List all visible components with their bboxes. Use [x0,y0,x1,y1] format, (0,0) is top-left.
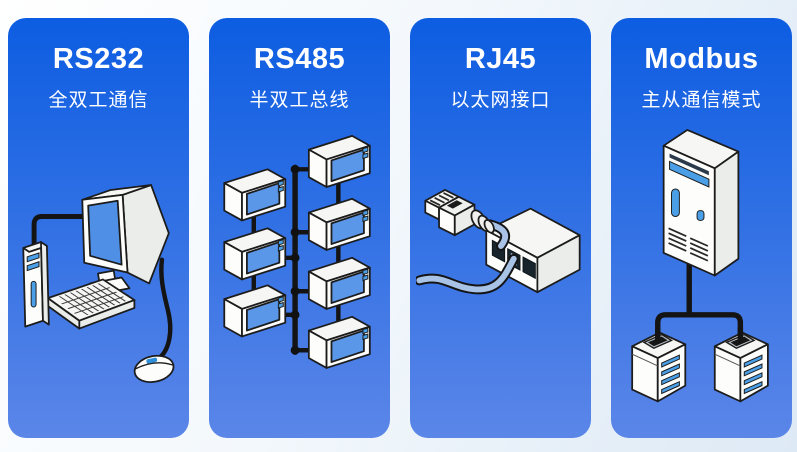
master-slave-cable [654,258,743,341]
monitor-screen [86,199,123,266]
crt-monitor-icon [80,183,170,295]
cable-plug-tips [654,325,743,344]
rj45-illustration [410,112,591,438]
plug-clip [446,199,463,209]
panel-subtitle: 主从通信模式 [641,90,762,111]
ethernet-cable [415,253,519,294]
ethernet-cable-switch-icon [415,188,581,294]
rs232-illustration [8,112,189,438]
mouse-wheel [145,357,157,364]
master-slave-icon [630,128,769,402]
panel-title: RS232 [52,43,145,75]
cable-boot [470,208,495,234]
device-node-icon [222,226,286,280]
panel-subtitle: 半双工总线 [249,90,350,111]
plug-contacts [429,191,454,206]
device-node-icon [307,134,371,188]
device-node-icon [307,315,371,369]
device-node-icon [222,167,286,221]
rs485-illustration [209,112,390,438]
panel-rj45: RJ45 以太网接口 [410,18,591,438]
panel-title: Modbus [644,43,759,75]
desktop-computer-icon [21,183,174,383]
mouse-cable-line [152,257,172,363]
device-node-icon [307,256,371,310]
vent-lines [667,226,708,262]
mouse-icon [133,354,174,383]
junction-dots [290,164,300,355]
panel-subtitle: 全双工通信 [48,90,149,111]
serial-adapter-icon [21,240,50,328]
panel-modbus: Modbus 主从通信模式 [611,18,792,438]
panel-subtitle: 以太网接口 [450,90,551,111]
server-tower-icon [662,128,739,276]
device-node-icon [222,283,286,337]
device-node-icon [307,197,371,251]
rj45-plug-icon [423,188,495,236]
panel-rs485: RS485 半双工总线 [209,18,390,438]
bus-topology-icon [222,134,371,369]
switch-port [522,255,536,279]
panel-rs232: RS232 全双工通信 [8,18,189,438]
protocol-cards: RS232 全双工通信 [8,18,792,438]
panel-title: RJ45 [464,43,537,75]
modbus-illustration [611,112,792,438]
panel-title: RS485 [253,43,346,75]
